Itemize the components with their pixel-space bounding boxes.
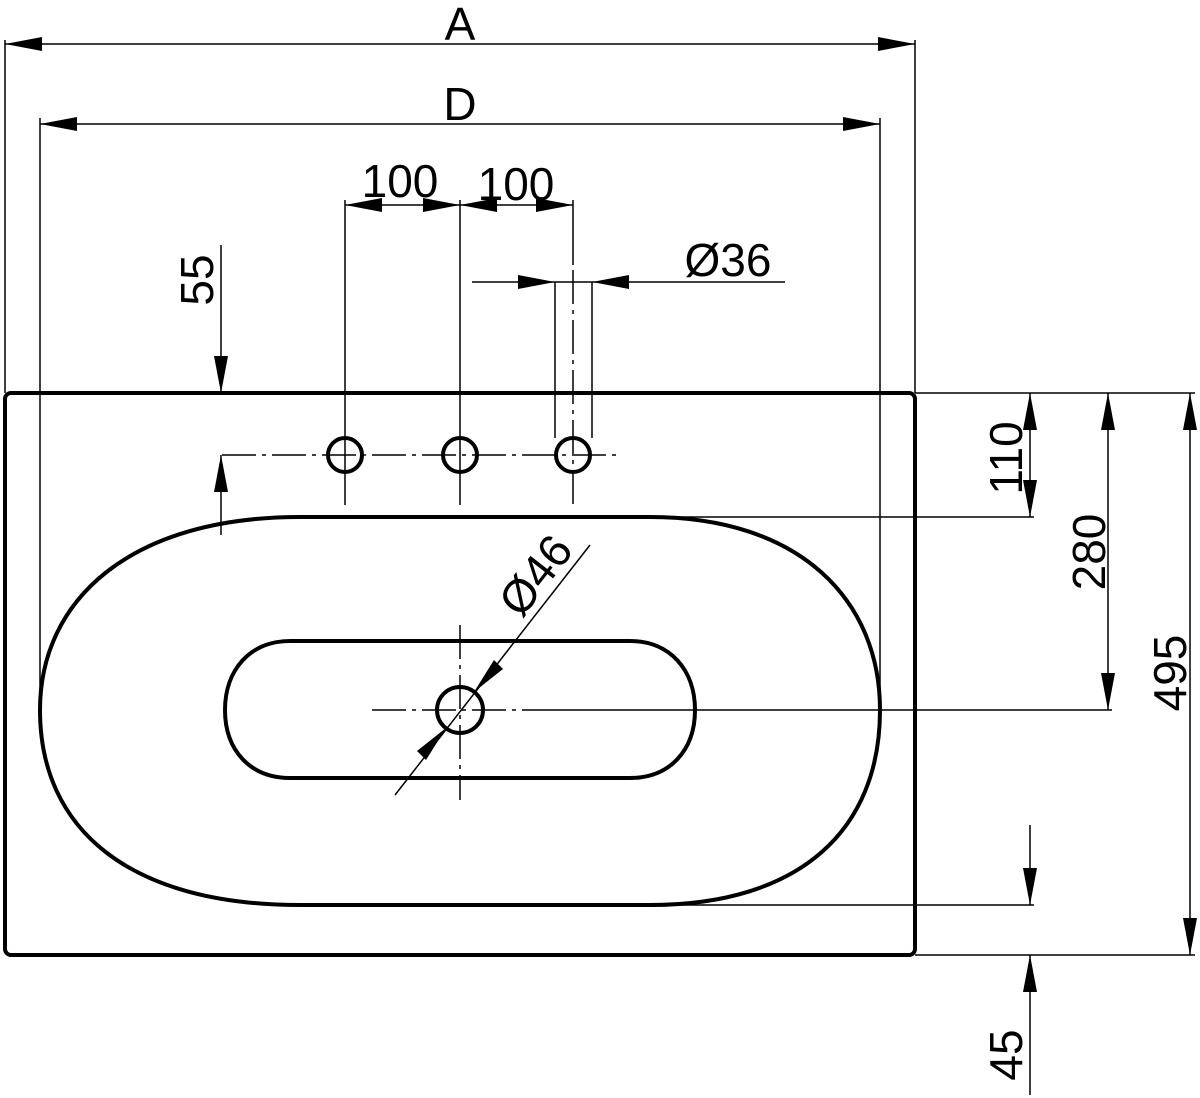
dim-d36-arrow-left [518,275,555,289]
dim-280-arrow-top [1101,393,1115,430]
dim-55-arrow-bottom [214,455,228,492]
dim-495-arrow-bottom [1183,918,1197,955]
dim-spacing-left-label: 100 [362,155,439,207]
dim-spacing-arrow-1 [345,198,382,212]
dim-a-arrow-right [878,37,915,51]
dim-a-label: A [445,0,476,50]
dim-spacing-right-label: 100 [478,158,555,210]
dim-spacing-arrow-2 [423,198,460,212]
dim-d-arrow-left [40,117,77,131]
dim-d-label: D [443,78,476,130]
outer-bowl [37,515,883,907]
dim-55-label: 55 [171,254,223,305]
dim-495-arrow-top [1183,393,1197,430]
dim-45-arrow-top [1023,868,1037,905]
dim-d46-label: Ø46 [488,525,583,626]
dim-d-arrow-right [843,117,880,131]
dim-280-label: 280 [1063,514,1115,591]
dim-a-arrow-left [5,37,42,51]
dim-110-arrow-top [1023,393,1037,430]
dim-110-label: 110 [980,421,1032,494]
dim-spacing-arrow-3 [460,198,497,212]
dim-45-label: 45 [980,1029,1032,1080]
dim-d46-arrow-upper [474,660,503,692]
dim-spacing-arrow-4 [536,198,573,212]
dim-495-label: 495 [1144,635,1196,712]
dim-45-arrow-bottom [1023,955,1037,992]
dim-d46-arrow-lower [417,728,446,760]
dim-55-arrow-top [214,356,228,393]
inner-bowl [222,639,698,780]
dim-110-arrow-bottom [1023,480,1037,517]
dim-280-arrow-bottom [1101,673,1115,710]
dim-d36-arrow-right [592,275,629,289]
dim-d36-label: Ø36 [685,234,772,286]
